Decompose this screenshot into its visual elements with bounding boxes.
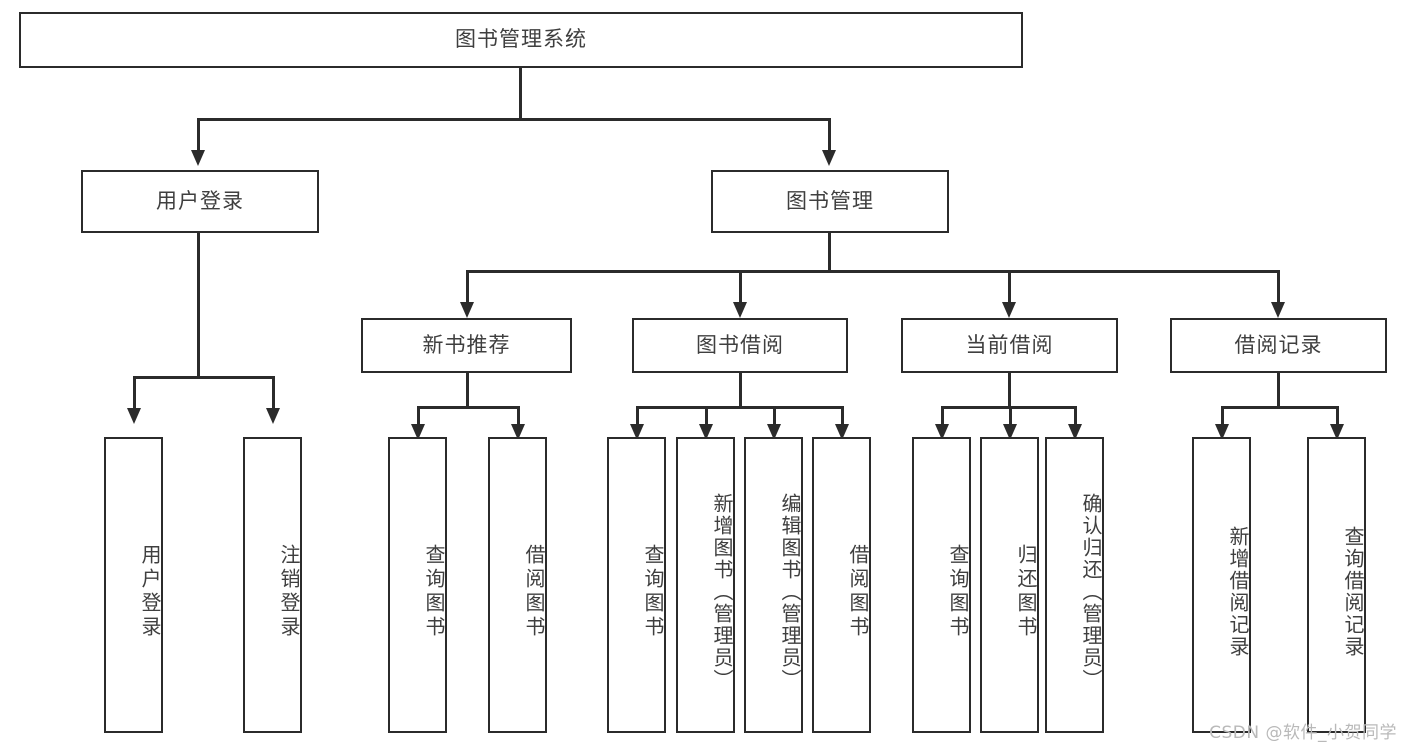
connector-drop-current-borrow [1008,270,1011,304]
arrow-to-bb-edit [767,424,781,440]
node-label: 当前借阅 [965,332,1054,357]
arrow-to-new-books [460,302,474,318]
connector-root-bus [197,118,831,121]
connector-borrow-records-bus [1221,406,1339,409]
connector-drop-book-borrow [739,270,742,304]
connector-borrow-records-stem [1277,373,1280,409]
node-current-borrow[interactable]: 当前借阅 [901,318,1118,373]
arrow-to-cb-confirm [1068,424,1082,440]
leaf-nb-query-book[interactable]: 查询图书 [388,437,447,733]
connector-drop-cb-confirm [1074,406,1077,432]
node-book-management[interactable]: 图书管理 [711,170,949,233]
arrow-to-borrow-records [1271,302,1285,318]
connector-drop-leaf-user-login [133,376,136,410]
leaf-bb-add-book-admin[interactable]: 新增图书（管理员） [676,437,735,733]
connector-drop-bb-edit [773,406,776,432]
arrow-to-bb-query [630,424,644,440]
node-label: 新增借阅记录 [1226,526,1250,658]
node-label: 注销登录 [277,544,301,640]
arrow-to-book-borrow [733,302,747,318]
leaf-bb-query-book[interactable]: 查询图书 [607,437,666,733]
arrow-to-leaf-user-login [127,408,141,424]
connector-drop-new-books [466,270,469,304]
leaf-logout[interactable]: 注销登录 [243,437,302,733]
node-label: 归还图书 [1014,544,1038,640]
connector-book-borrow-bus [636,406,844,409]
node-label: 用户登录 [138,544,162,640]
connector-book-borrow-stem [739,373,742,409]
leaf-br-add-record[interactable]: 新增借阅记录 [1192,437,1251,733]
arrow-to-nb-query [411,424,425,440]
connector-drop-bb-query [636,406,639,432]
connector-book-mgmt-bus [466,270,1278,273]
connector-drop-bb-lend [841,406,844,432]
node-root-system[interactable]: 图书管理系统 [19,12,1023,68]
node-label: 借阅图书 [846,544,870,640]
arrow-to-nb-borrow [511,424,525,440]
connector-root-stem [519,68,522,118]
leaf-br-query-record[interactable]: 查询借阅记录 [1307,437,1366,733]
connector-user-login-stem [197,233,200,378]
connector-user-login-bus [133,376,275,379]
arrow-to-book-mgmt [822,150,836,166]
leaf-cb-return-book[interactable]: 归还图书 [980,437,1039,733]
node-label: 借阅图书 [522,544,546,640]
leaf-cb-query-book[interactable]: 查询图书 [912,437,971,733]
connector-drop-bb-add [705,406,708,432]
connector-current-borrow-bus [941,406,1076,409]
arrow-to-current-borrow [1002,302,1016,318]
node-book-borrow[interactable]: 图书借阅 [632,318,848,373]
node-label: 用户登录 [156,188,244,213]
connector-drop-br-add [1221,406,1224,432]
arrow-to-br-add [1215,424,1229,440]
node-label: 新增图书（管理员） [710,493,734,691]
node-new-book-recommend[interactable]: 新书推荐 [361,318,572,373]
node-label: 查询图书 [641,544,665,640]
connector-drop-nb-borrow [517,406,520,432]
node-label: 查询图书 [946,544,970,640]
connector-drop-book-mgmt [828,118,831,152]
arrow-to-leaf-logout [266,408,280,424]
leaf-cb-confirm-return-admin[interactable]: 确认归还（管理员） [1045,437,1104,733]
connector-drop-user-login [197,118,200,152]
node-label: 查询图书 [422,544,446,640]
arrow-to-br-query [1330,424,1344,440]
csdn-watermark: CSDN @软件_小贺同学 [1209,723,1397,743]
node-label: 确认归还（管理员） [1079,493,1103,691]
node-user-login[interactable]: 用户登录 [81,170,319,233]
leaf-bb-edit-book-admin[interactable]: 编辑图书（管理员） [744,437,803,733]
node-label: 图书管理 [786,188,874,213]
node-label: 新书推荐 [422,332,511,357]
connector-drop-br-query [1336,406,1339,432]
node-borrow-records[interactable]: 借阅记录 [1170,318,1387,373]
arrow-to-bb-lend [835,424,849,440]
node-label: 编辑图书（管理员） [778,493,802,691]
leaf-user-login[interactable]: 用户登录 [104,437,163,733]
node-label: 查询借阅记录 [1341,526,1365,658]
node-label: 借阅记录 [1234,332,1323,357]
arrow-to-cb-return [1003,424,1017,440]
connector-drop-cb-return [1009,406,1012,432]
arrow-to-user-login [191,150,205,166]
connector-book-mgmt-stem [828,233,831,272]
node-label: 图书管理系统 [455,27,587,52]
connector-drop-borrow-records [1277,270,1280,304]
arrow-to-cb-query [935,424,949,440]
connector-new-books-bus [417,406,520,409]
connector-drop-cb-query [941,406,944,432]
connector-current-borrow-stem [1008,373,1011,409]
connector-new-books-stem [466,373,469,409]
connector-drop-nb-query [417,406,420,432]
leaf-bb-lend-book[interactable]: 借阅图书 [812,437,871,733]
leaf-nb-borrow-book[interactable]: 借阅图书 [488,437,547,733]
arrow-to-bb-add [699,424,713,440]
connector-drop-leaf-logout [272,376,275,410]
node-label: 图书借阅 [696,332,784,357]
